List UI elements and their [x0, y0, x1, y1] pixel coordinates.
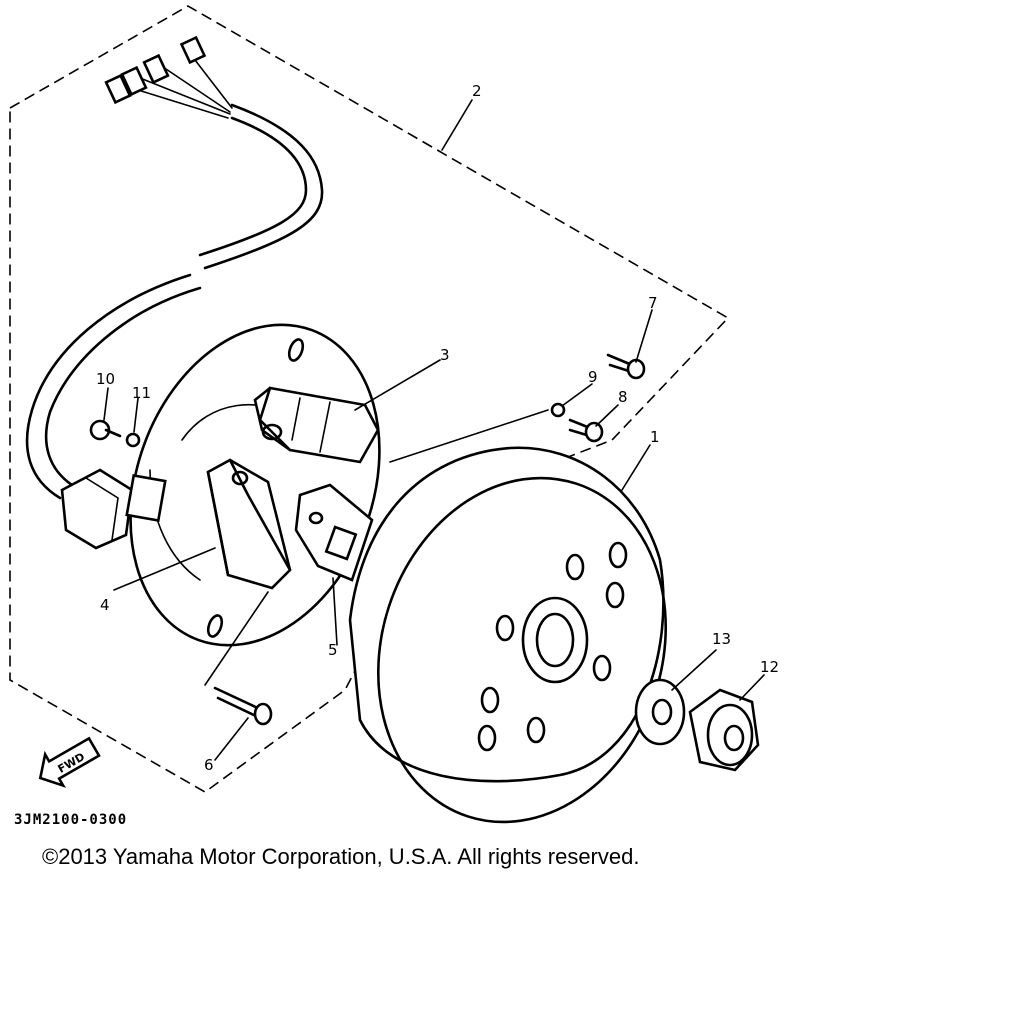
callout-7: 7 — [648, 294, 658, 312]
washer-9 — [550, 402, 566, 418]
callout-4: 4 — [100, 596, 110, 614]
bracket — [125, 474, 167, 522]
coil-3 — [253, 386, 380, 464]
callout-6: 6 — [204, 756, 214, 774]
callout-5: 5 — [328, 641, 338, 659]
copyright-notice: ©2013 Yamaha Motor Corporation, U.S.A. A… — [42, 844, 640, 869]
nut-12 — [688, 688, 760, 772]
callout-8: 8 — [618, 388, 628, 406]
callout-3: 3 — [440, 346, 450, 364]
screw-6 — [213, 686, 273, 726]
callout-2: 2 — [472, 82, 482, 100]
part-code: 3JM2100-0300 — [14, 812, 128, 828]
callout-9: 9 — [588, 368, 598, 386]
screw-7 — [606, 353, 646, 380]
leader-lines — [103, 99, 765, 761]
wire-harness — [25, 35, 324, 550]
fwd-arrow-icon: FWD — [38, 736, 101, 788]
washer-13 — [634, 678, 686, 746]
pickup-coil-5 — [294, 483, 374, 582]
screw-10 — [89, 419, 122, 441]
screw-8 — [568, 418, 604, 443]
coil-4 — [206, 458, 292, 590]
flywheel-rotor-1 — [348, 446, 668, 824]
callout-10: 10 — [96, 370, 115, 388]
callout-11: 11 — [132, 384, 151, 402]
callout-12: 12 — [760, 658, 779, 676]
callout-labels: 1 2 3 4 5 6 7 8 9 10 11 12 13 — [96, 82, 779, 774]
rotor-holes — [477, 541, 628, 752]
washer-11 — [125, 432, 141, 448]
callout-1: 1 — [650, 428, 660, 446]
callout-13: 13 — [712, 630, 731, 648]
